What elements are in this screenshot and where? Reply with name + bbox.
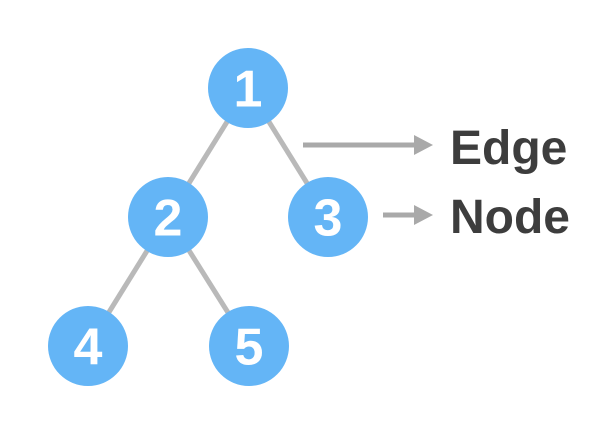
tree-node-3: 3 bbox=[288, 177, 368, 257]
edge-annotation: Edge bbox=[303, 122, 567, 175]
node-circle bbox=[48, 306, 128, 386]
tree-node-5: 5 bbox=[209, 306, 289, 386]
arrow-right-icon bbox=[414, 135, 433, 155]
tree-node-2: 2 bbox=[128, 177, 208, 257]
node-circle bbox=[128, 177, 208, 257]
node-value: 5 bbox=[235, 319, 264, 377]
node-value: 2 bbox=[154, 190, 183, 248]
arrow-right-icon bbox=[414, 205, 433, 225]
tree-node-1: 1 bbox=[208, 48, 288, 128]
node-circle bbox=[208, 48, 288, 128]
node-value: 4 bbox=[74, 319, 103, 377]
tree-nodes: 1 2 3 4 5 bbox=[48, 48, 368, 386]
node-value: 3 bbox=[314, 190, 343, 248]
node-circle bbox=[288, 177, 368, 257]
node-annotation: Node bbox=[383, 191, 570, 244]
tree-node-4: 4 bbox=[48, 306, 128, 386]
edge-label: Edge bbox=[450, 122, 567, 175]
node-value: 1 bbox=[234, 61, 263, 119]
node-label: Node bbox=[450, 191, 570, 244]
node-circle bbox=[209, 306, 289, 386]
